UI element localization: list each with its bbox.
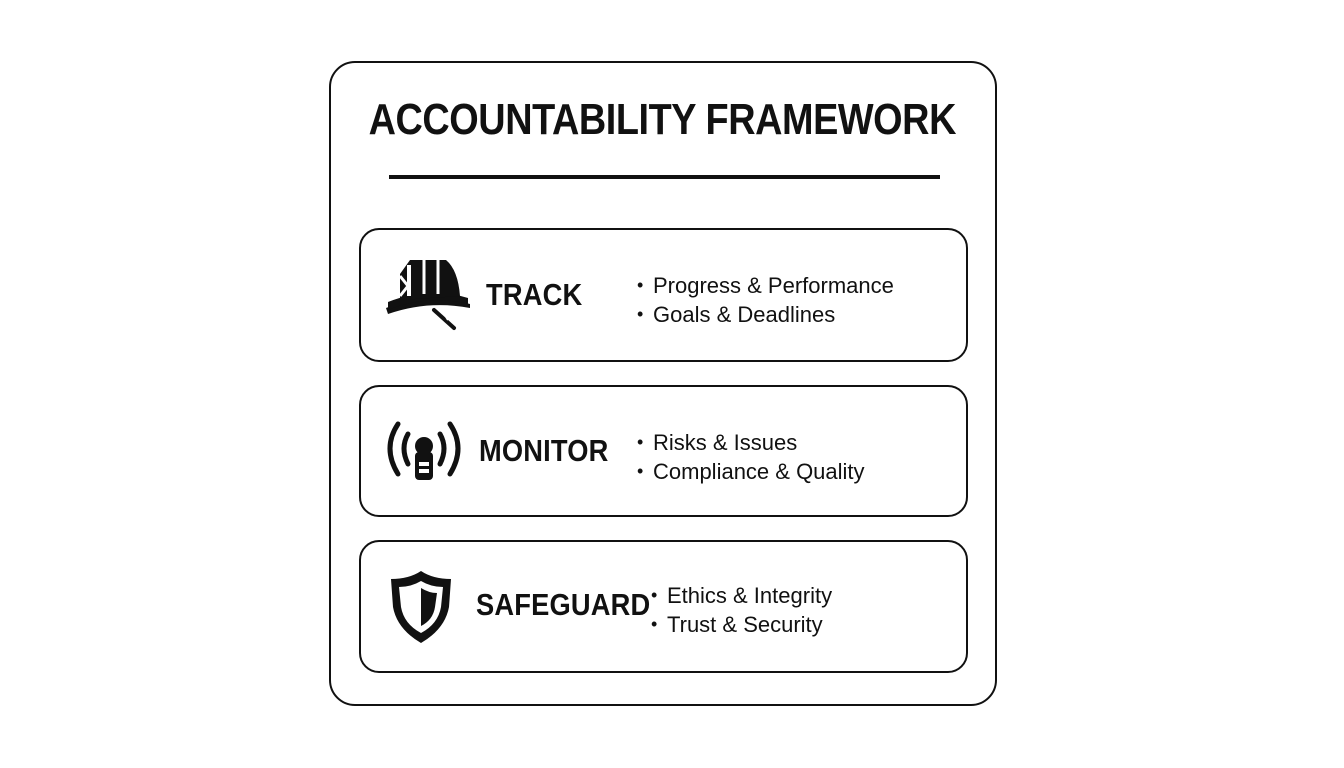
card-label-track: TRACK [486, 277, 583, 312]
list-item: Risks & Issues [637, 428, 865, 457]
list-item: Trust & Security [651, 610, 832, 639]
card-label-monitor: MONITOR [479, 433, 609, 468]
signal-broadcast-icon [384, 418, 464, 484]
bullet-list-monitor: Risks & Issues Compliance & Quality [637, 428, 865, 486]
bullet-list-track: Progress & Performance Goals & Deadlines [637, 271, 894, 329]
page-title: ACCOUNTABILITY FRAMEWORK [368, 95, 957, 144]
list-item: Goals & Deadlines [637, 300, 894, 329]
shield-icon [389, 569, 453, 645]
card-label-safeguard: SAFEGUARD [476, 587, 651, 622]
list-item: Progress & Performance [637, 271, 894, 300]
title-divider [389, 175, 940, 179]
bullet-list-safeguard: Ethics & Integrity Trust & Security [651, 581, 832, 639]
list-item: Ethics & Integrity [651, 581, 832, 610]
hard-hat-icon [384, 258, 474, 332]
list-item: Compliance & Quality [637, 457, 865, 486]
